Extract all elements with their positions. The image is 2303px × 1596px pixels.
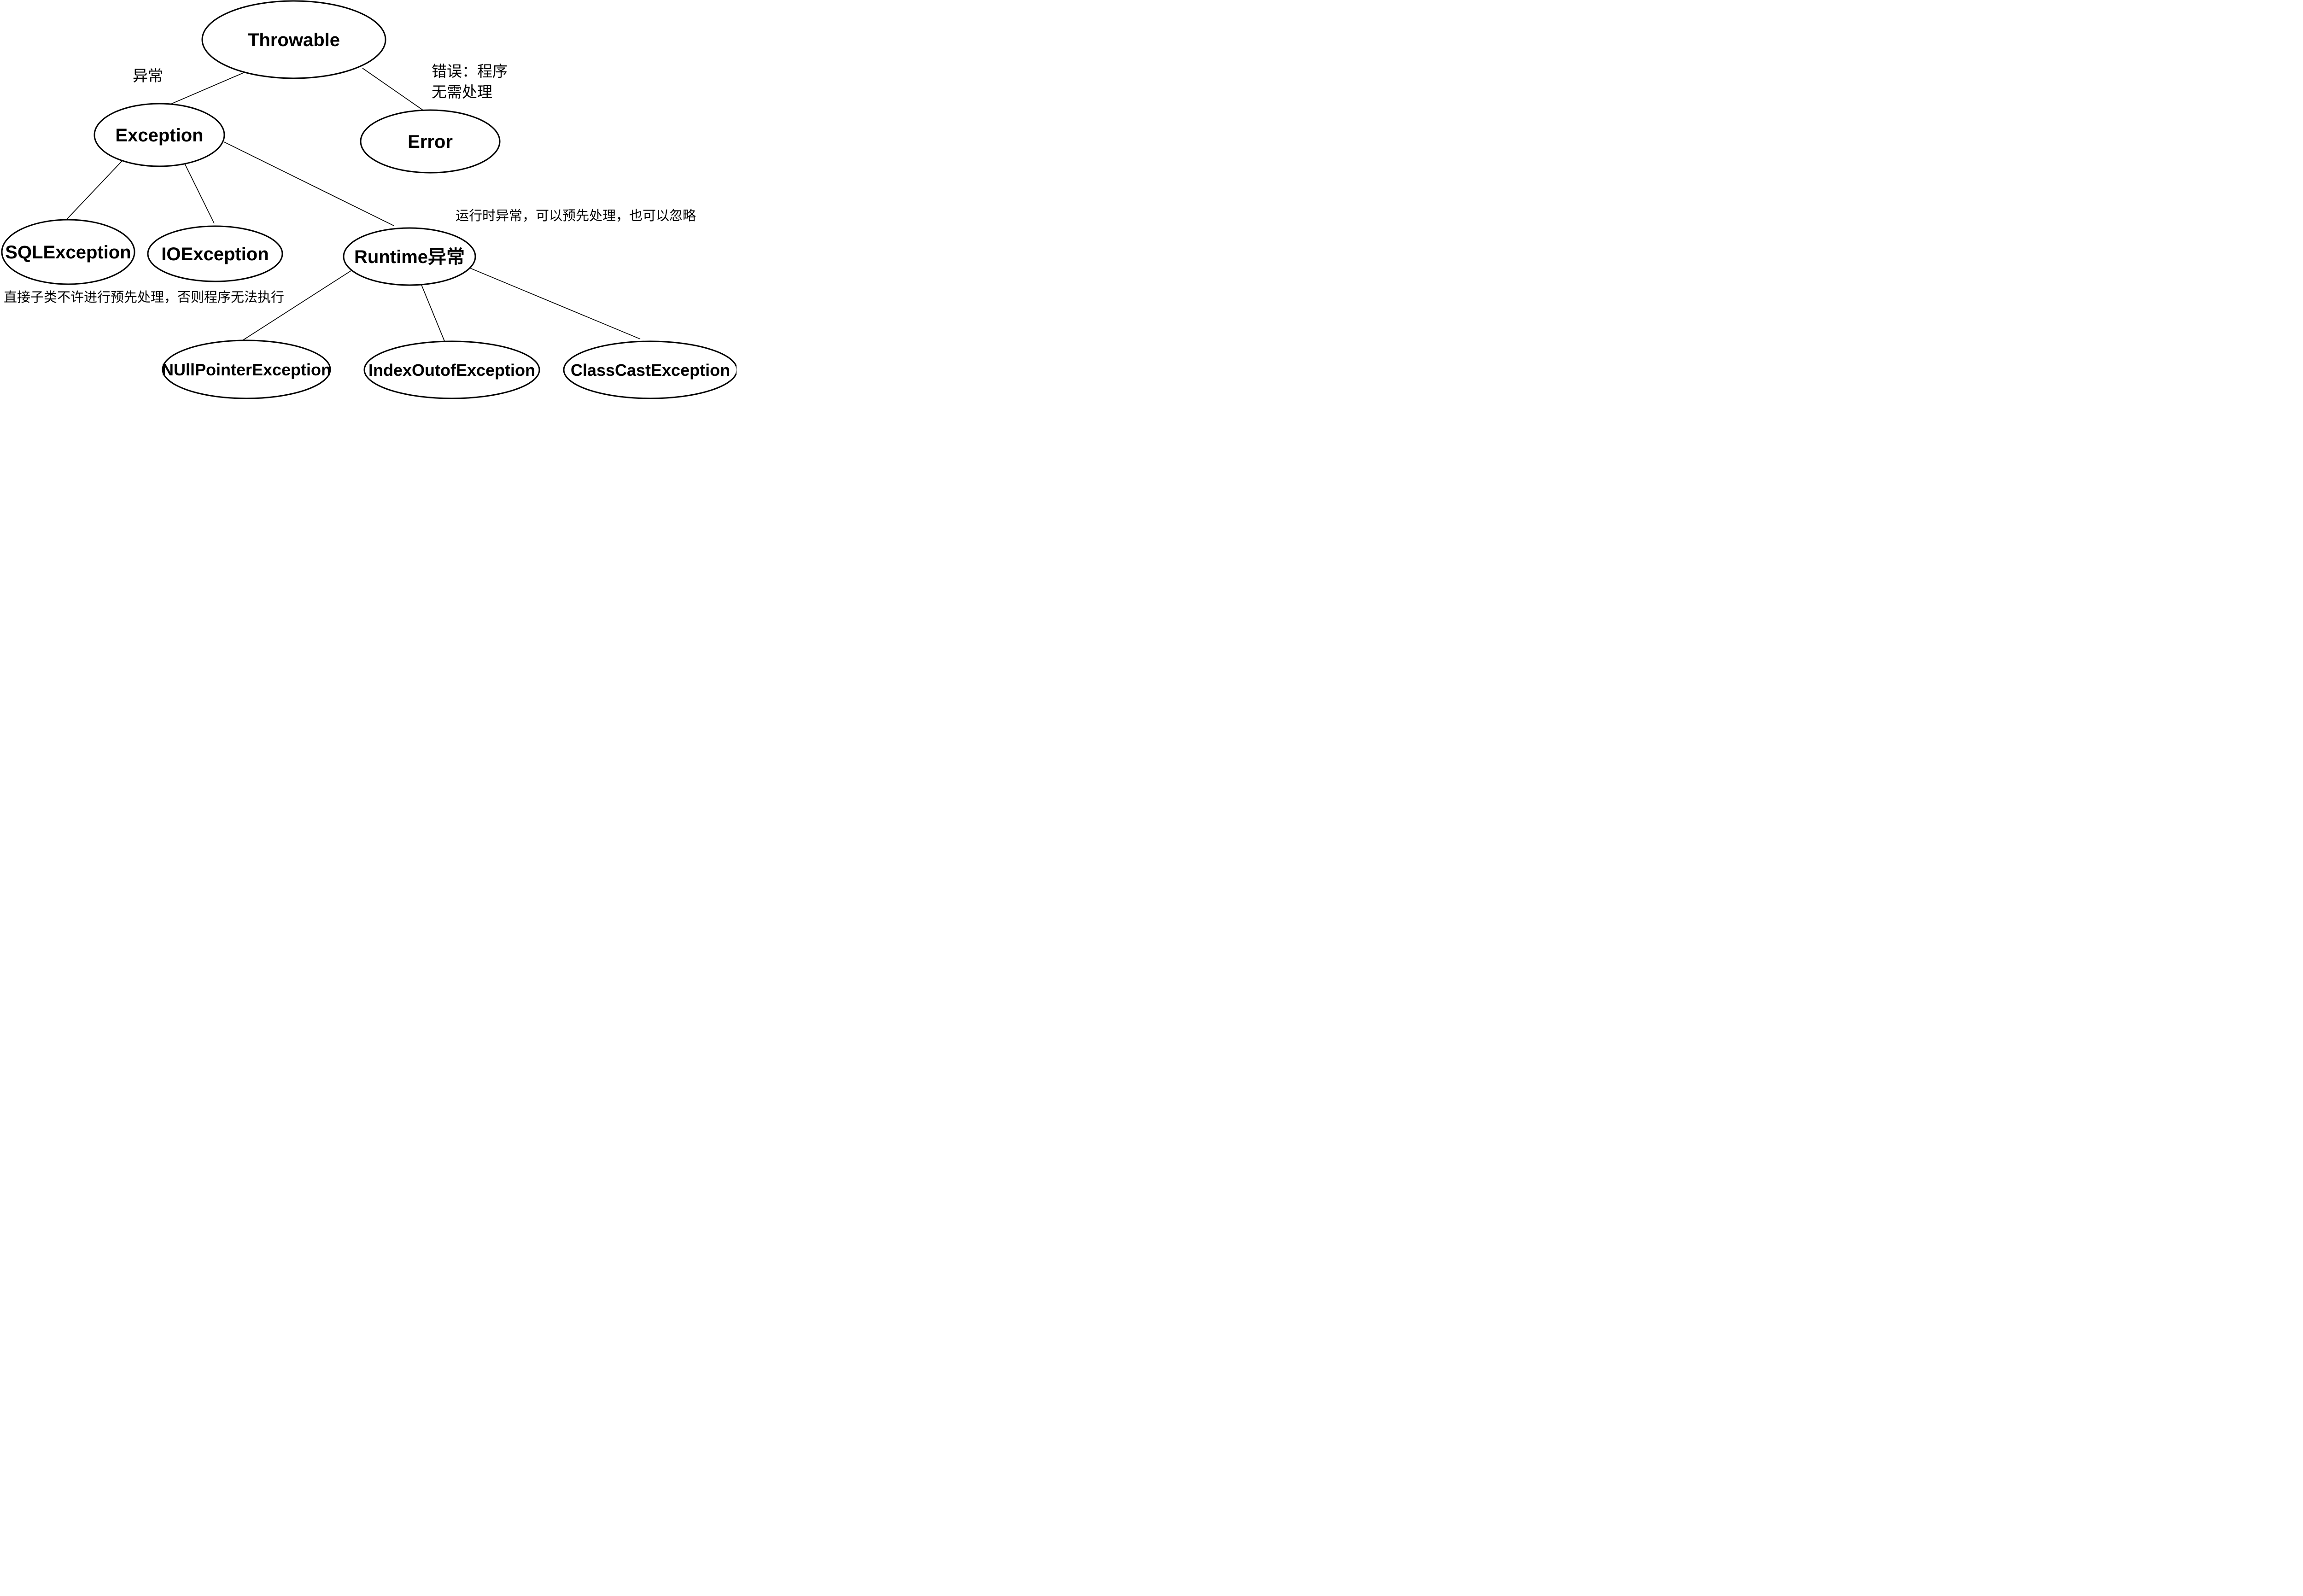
node-error: Error — [360, 109, 501, 174]
exception-hierarchy-diagram: Throwable Exception Error SQLException I… — [0, 0, 736, 399]
node-sqlexception-label: SQLException — [5, 242, 131, 263]
node-exception-label: Exception — [115, 125, 203, 146]
edge-exception-io — [181, 158, 215, 224]
node-sqlexception-ellipse — [1, 219, 135, 285]
node-nullpointerexception-ellipse — [162, 339, 331, 399]
node-error-ellipse — [360, 109, 501, 174]
node-indexoutofexception-label: IndexOutofException — [368, 361, 535, 380]
edge-runtime-nullpointer — [241, 269, 354, 341]
node-classcastexception: ClassCastException — [563, 340, 736, 399]
node-throwable-ellipse — [201, 0, 386, 79]
node-runtime-exception-label: Runtime异常 — [354, 247, 465, 267]
node-runtime-exception: Runtime异常 — [343, 227, 476, 286]
edge-exception-sql — [66, 158, 125, 220]
annotation-exception-note: 异常 — [133, 68, 163, 85]
node-exception-ellipse — [94, 103, 225, 167]
annotation-error-note-line1: 错误：程序 — [432, 63, 508, 80]
node-classcastexception-label: ClassCastException — [571, 361, 730, 380]
edges-layer — [66, 68, 641, 343]
node-runtime-exception-ellipse — [343, 227, 476, 286]
node-indexoutofexception-ellipse — [363, 340, 540, 399]
node-throwable: Throwable — [201, 0, 386, 79]
edge-throwable-exception — [165, 70, 248, 107]
edge-runtime-classcast — [468, 267, 641, 339]
edge-throwable-error — [362, 68, 425, 111]
edge-runtime-indexoutof — [421, 283, 445, 343]
node-ioexception-label: IOException — [161, 244, 269, 264]
node-ioexception-ellipse — [147, 225, 283, 282]
annotation-checked-note: 直接子类不许进行预先处理，否则程序无法执行 — [4, 290, 284, 305]
node-indexoutofexception: IndexOutofException — [363, 340, 540, 399]
node-nullpointerexception: NUllPointerException — [162, 339, 331, 399]
annotation-runtime-note: 运行时异常，可以预先处理，也可以忽略 — [456, 208, 696, 223]
edge-exception-runtime — [223, 141, 394, 226]
node-sqlexception: SQLException — [1, 219, 135, 285]
node-ioexception: IOException — [147, 225, 283, 282]
node-exception: Exception — [94, 103, 225, 167]
node-classcastexception-ellipse — [563, 340, 736, 399]
node-error-label: Error — [408, 132, 453, 152]
node-nullpointerexception-label: NUllPointerException — [162, 360, 331, 379]
node-throwable-label: Throwable — [248, 30, 340, 50]
annotation-error-note-line2: 无需处理 — [432, 84, 492, 101]
diagram-canvas: Throwable Exception Error SQLException I… — [1, 0, 736, 399]
